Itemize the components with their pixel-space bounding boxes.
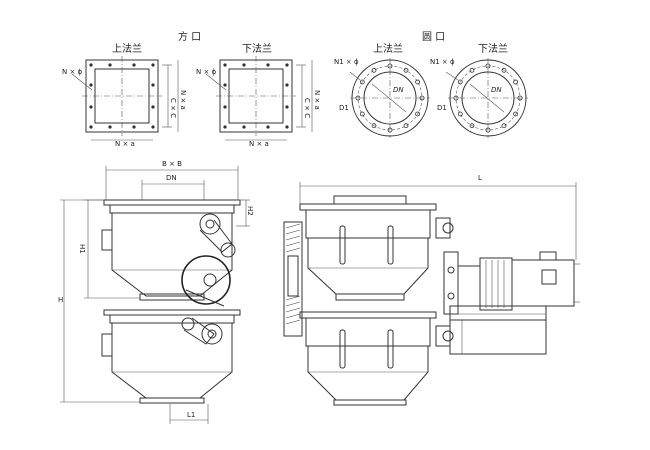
round-upper-flange-label: 上法兰 (373, 42, 403, 55)
round-upper-dn-dim: DN (393, 86, 404, 94)
chain-hatch (285, 223, 301, 325)
square-upper-flange: 上法兰 N × ϕ C × C N × a N × a (62, 42, 187, 148)
square-upper-na-side-dim: N × a (179, 90, 187, 110)
round-lower-hole-dim: N1 × ϕ (430, 58, 455, 66)
side-l-dim: L (478, 174, 482, 182)
front-h-dim: H (58, 296, 63, 304)
square-lower-hole-dim: N × ϕ (196, 68, 217, 76)
round-upper-d1-dim: D1 (339, 104, 349, 112)
square-upper-na-dim: N × a (115, 140, 135, 148)
round-upper-flange: 上法兰 DN N1 × ϕ D1 (334, 42, 430, 138)
motor-fins (485, 260, 505, 308)
square-upper-hole-dim: N × ϕ (62, 68, 83, 76)
square-lower-na-side-dim: N × a (313, 90, 321, 110)
front-l1-dim: L1 (187, 411, 195, 419)
square-lower-flange: 下法兰 N × ϕ C × C N × a N × a (196, 42, 321, 148)
round-lower-dn-dim: DN (491, 86, 502, 94)
front-bb-dim: B × B (162, 160, 182, 168)
round-lower-flange-label: 下法兰 (478, 42, 508, 55)
front-view: B × B DN H2 (58, 160, 254, 424)
round-lower-d1-dim: D1 (437, 104, 447, 112)
square-upper-cc-dim: C × C (169, 98, 177, 118)
front-h1-dim: H1 (78, 244, 86, 254)
front-h2-dim: H2 (246, 206, 254, 216)
square-lower-na-dim: N × a (249, 140, 269, 148)
square-port-title: 方 口 (178, 30, 201, 43)
square-lower-flange-label: 下法兰 (242, 42, 272, 55)
side-view: L (283, 174, 580, 406)
front-dn-dim: DN (166, 174, 177, 182)
round-upper-hole-dim: N1 × ϕ (334, 58, 359, 66)
round-port-title: 圆 口 (422, 31, 445, 43)
square-upper-flange-label: 上法兰 (112, 42, 142, 55)
square-lower-cc-dim: C × C (303, 98, 311, 118)
round-lower-flange: 下法兰 DN N1 × ϕ D1 (430, 42, 528, 138)
